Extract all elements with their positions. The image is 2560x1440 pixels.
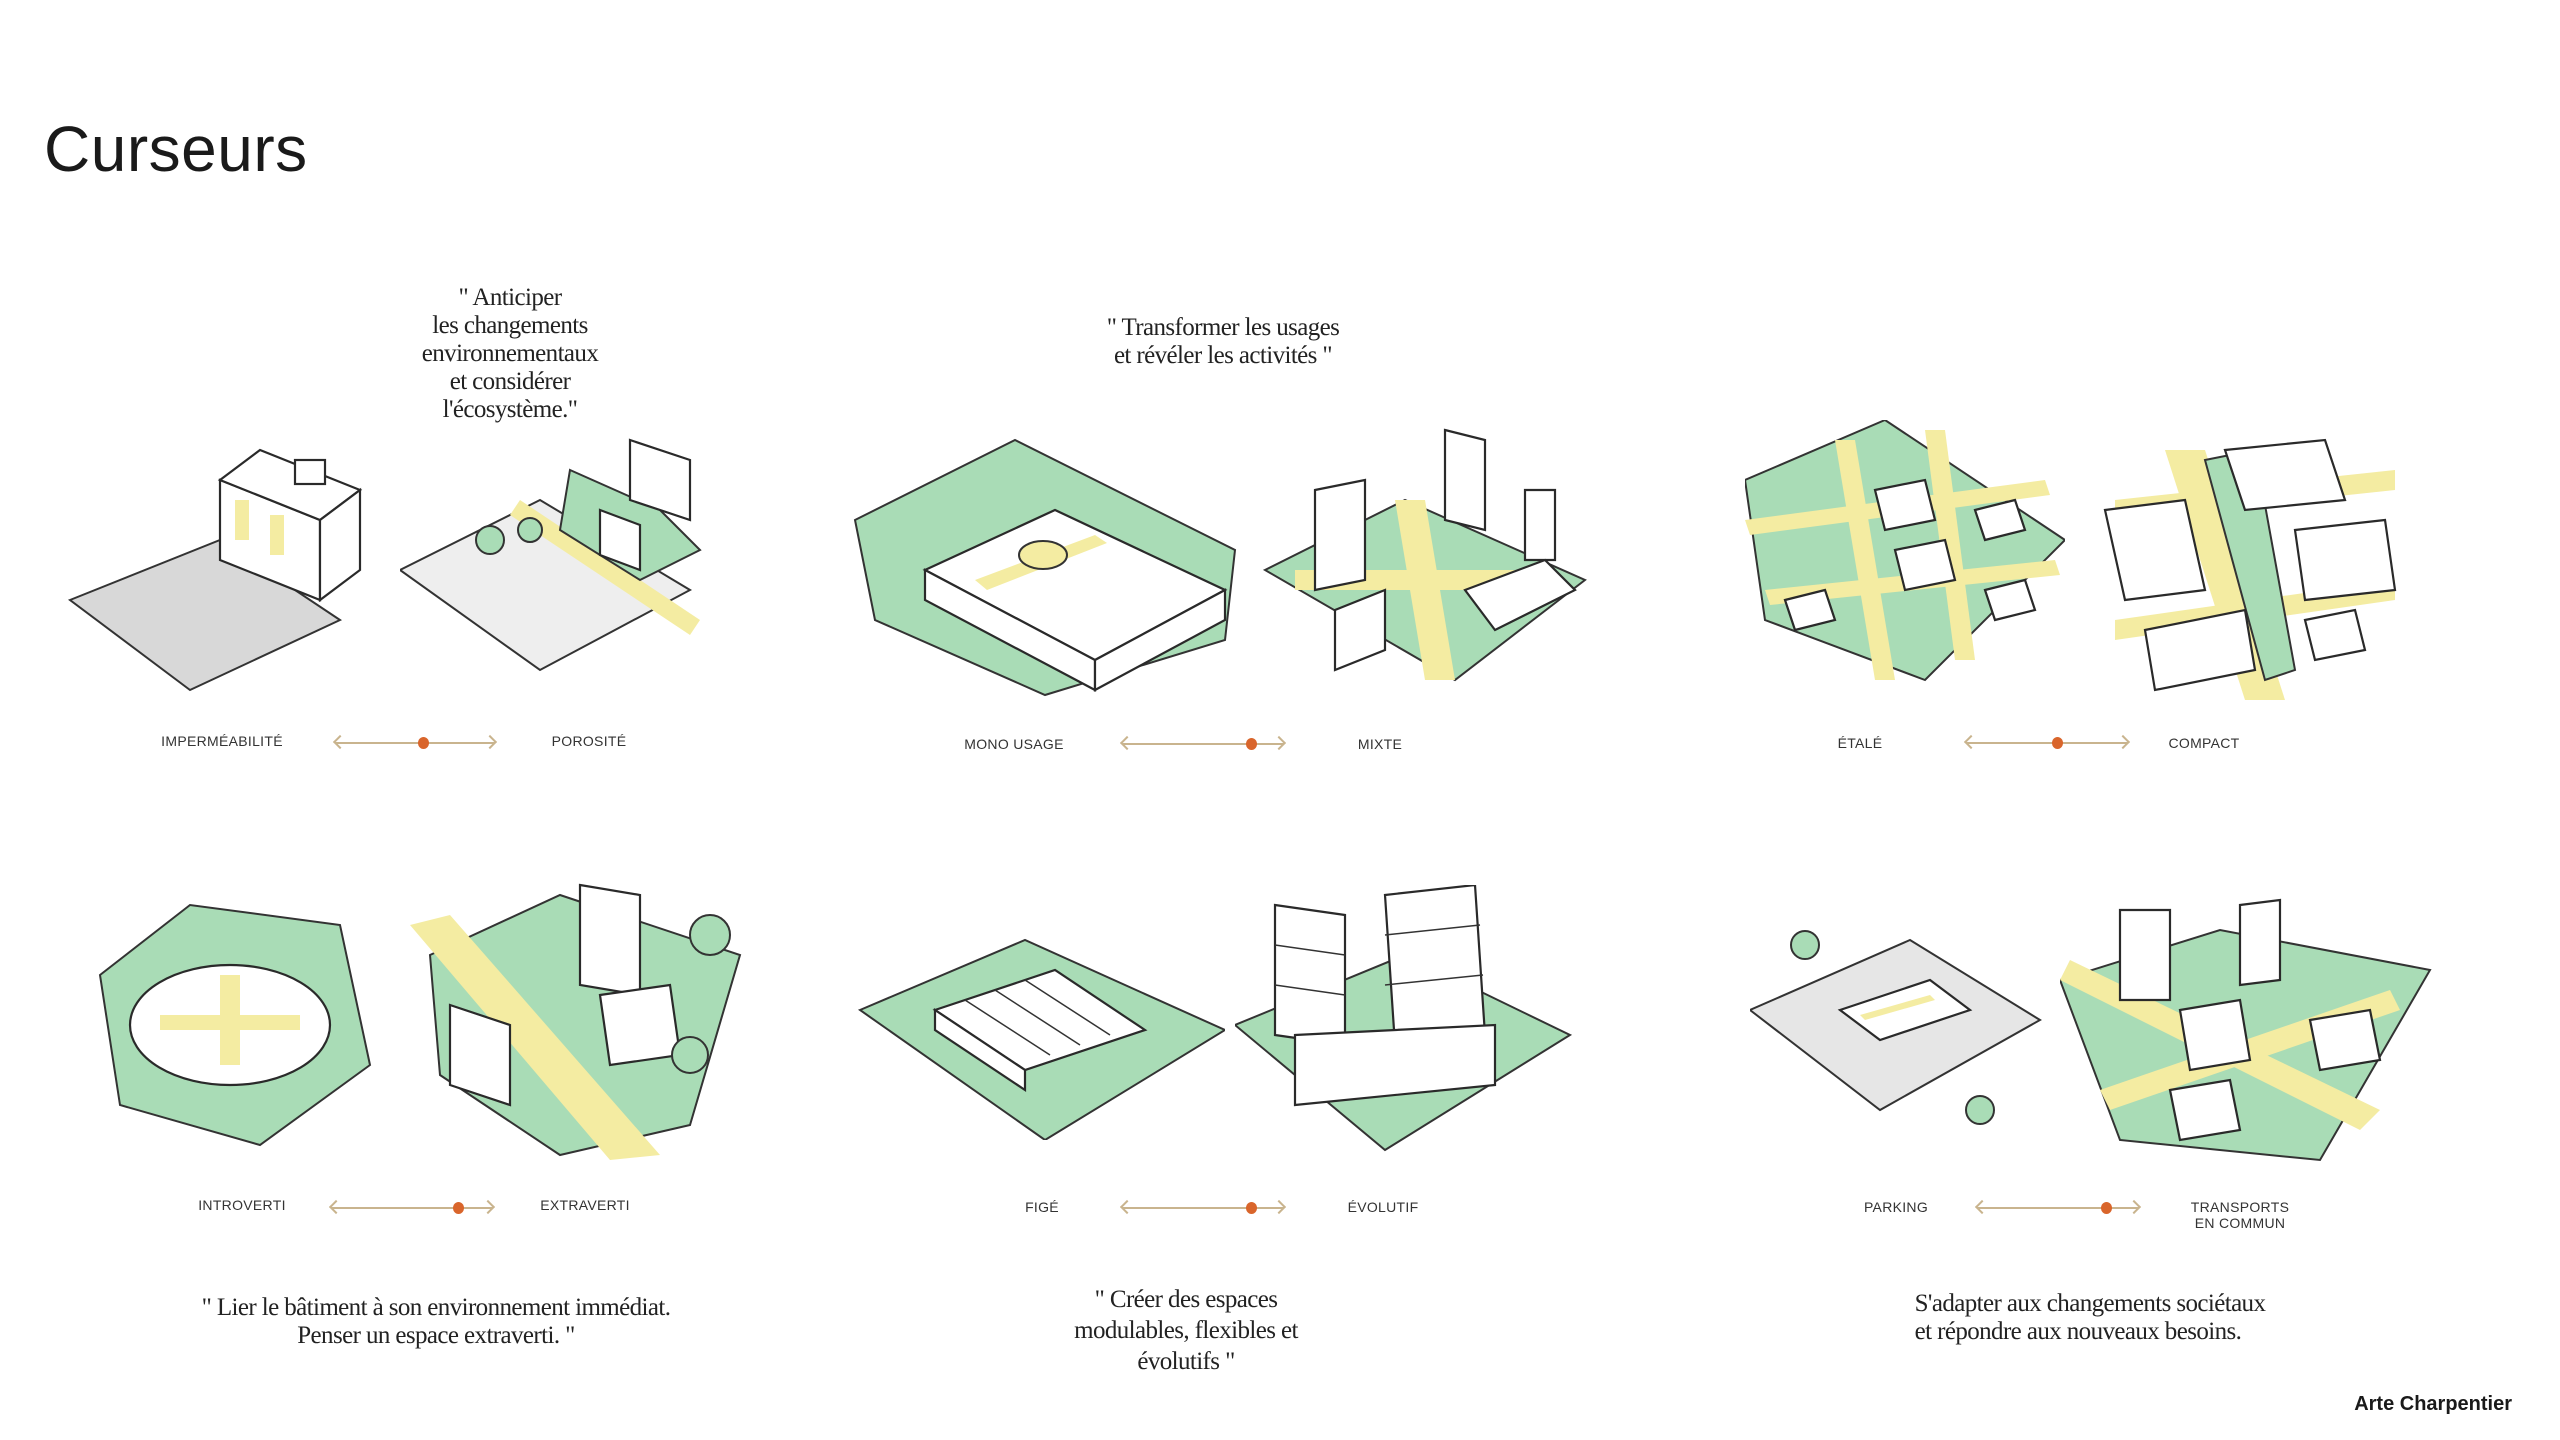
slider-left-label: PARKING <box>1863 1199 1929 1215</box>
quote-line: et révéler les activités " <box>1113 342 1333 369</box>
sketch-extraverti <box>410 883 742 1160</box>
arrow-right-icon <box>482 734 498 750</box>
quote-line: S'adapter aux changements sociétaux <box>1914 1290 2266 1317</box>
quote-modulables: " Créer des espaces modulables, flexible… <box>1074 1284 1298 1377</box>
arrow-right-icon <box>2115 734 2131 750</box>
arrow-right-icon <box>1271 735 1287 751</box>
quote-line: et considérer <box>449 368 571 395</box>
quote-line: Penser un espace extraverti. " <box>297 1322 575 1349</box>
arrow-left-icon <box>1974 1199 1990 1215</box>
quote-line: " Lier le bâtiment à son environnement i… <box>201 1294 671 1321</box>
slider-handle[interactable] <box>2051 737 2063 749</box>
slider-mono-mixte[interactable] <box>1119 734 1287 754</box>
quote-line: et répondre aux nouveaux besoins. <box>1914 1318 2242 1345</box>
slider-left-label: FIGÉ <box>1025 1199 1059 1215</box>
quote-line: modulables, flexibles et <box>1074 1317 1298 1344</box>
slider-left-label: MONO USAGE <box>964 736 1064 752</box>
sketch-porous-landscape <box>400 438 702 672</box>
slider-handle[interactable] <box>1246 738 1258 750</box>
slider-handle[interactable] <box>453 1202 465 1214</box>
sketch-compact <box>2103 438 2397 700</box>
quote-societaux: S'adapter aux changements sociétaux et r… <box>1915 1290 2266 1346</box>
slider-right-label: MIXTE <box>1357 736 1403 752</box>
slider-left-label: IMPERMÉABILITÉ <box>161 733 283 749</box>
slider-handle[interactable] <box>2101 1202 2113 1214</box>
slider-handle[interactable] <box>1246 1202 1258 1214</box>
slider-right-label: COMPACT <box>2168 735 2240 751</box>
page-title: Curseurs <box>44 113 308 185</box>
sketch-evolutif <box>1235 885 1573 1152</box>
slider-etale-compact[interactable] <box>1963 733 2131 753</box>
sketch-fige <box>857 938 1225 1140</box>
slider-right-label: EXTRAVERTI <box>540 1197 630 1213</box>
quote-extraverti: " Lier le bâtiment à son environnement i… <box>202 1294 671 1350</box>
arrow-left-icon <box>1963 734 1979 750</box>
quote-line: environnementaux <box>421 340 599 367</box>
sketch-mono-usage <box>853 438 1237 697</box>
quote-line: l'écosystème." <box>442 396 578 423</box>
quote-line: évolutifs " <box>1137 1348 1235 1375</box>
quote-usages: " Transformer les usages et révéler les … <box>1107 314 1340 370</box>
slider-left-label: INTROVERTI <box>198 1197 286 1213</box>
brand-credit: Arte Charpentier <box>2354 1393 2512 1415</box>
quote-line: les changements <box>432 312 588 339</box>
arrow-right-icon <box>2126 1199 2142 1215</box>
slider-left-label: ÉTALÉ <box>1837 735 1883 751</box>
sketch-parking <box>1750 930 2042 1125</box>
slider-right-label: TRANSPORTS EN COMMUN <box>2191 1199 2289 1231</box>
quote-line: " Transformer les usages <box>1106 314 1340 341</box>
quote-ecosystem: " Anticiper les changements environnemen… <box>421 284 599 424</box>
label-line: EN COMMUN <box>2194 1215 2286 1231</box>
sketch-mixte <box>1262 428 1587 682</box>
label-line: TRANSPORTS <box>2190 1199 2290 1215</box>
sketch-introverti <box>98 903 372 1147</box>
slider-impermeabilite-porosite[interactable] <box>332 733 498 753</box>
slider-fige-evolutif[interactable] <box>1119 1198 1287 1218</box>
slider-introverti-extraverti[interactable] <box>328 1198 496 1218</box>
arrow-right-icon <box>1271 1199 1287 1215</box>
sketch-transports <box>2060 898 2432 1162</box>
slider-parking-transports[interactable] <box>1974 1198 2142 1218</box>
quote-line: " Anticiper <box>458 284 562 311</box>
arrow-left-icon <box>1119 1199 1135 1215</box>
quote-line: " Créer des espaces <box>1094 1286 1278 1313</box>
arrow-right-icon <box>480 1199 496 1215</box>
arrow-left-icon <box>1119 735 1135 751</box>
arrow-left-icon <box>332 734 348 750</box>
arrow-left-icon <box>328 1199 344 1215</box>
slider-right-label: ÉVOLUTIF <box>1347 1199 1419 1215</box>
slider-handle[interactable] <box>418 737 430 749</box>
sketch-impermeable-parking <box>67 448 363 692</box>
slider-right-label: POROSITÉ <box>551 733 627 749</box>
sketch-etale <box>1745 420 2065 682</box>
